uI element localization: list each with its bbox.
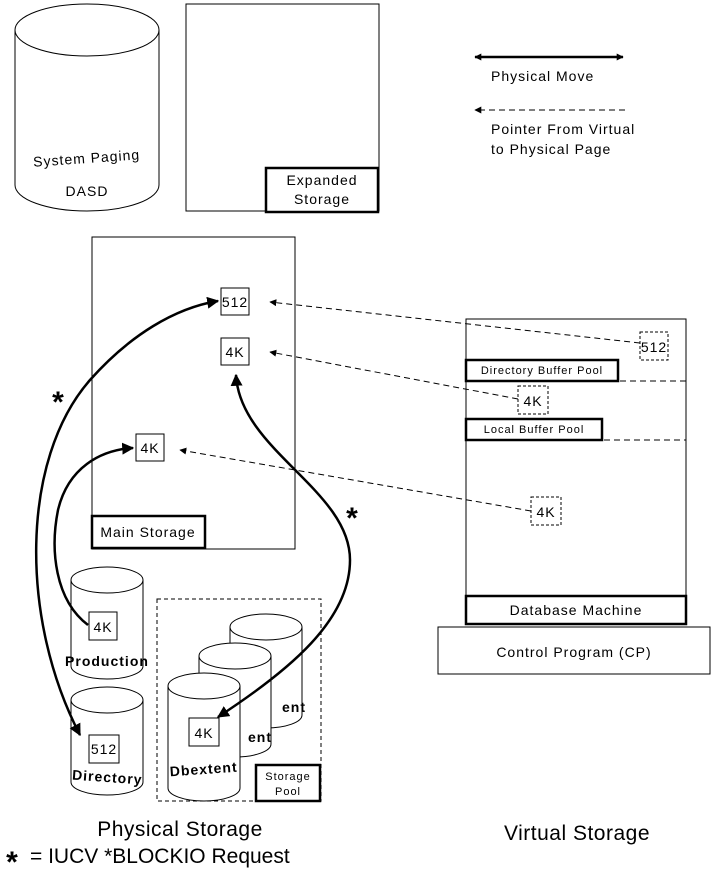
legend: Physical Move Pointer From Virtual to Ph…	[474, 53, 635, 157]
legend-star: *	[6, 846, 18, 879]
expanded-storage: Expanded Storage	[185, 3, 380, 214]
star-left: *	[52, 386, 64, 419]
expanded-label-1: Expanded	[286, 172, 357, 188]
dbextent-page-label: 4K	[194, 725, 213, 741]
storage-pool-label-2: Pool	[275, 786, 301, 798]
virtual-page-4k-dir	[517, 385, 549, 415]
database-machine: 512 Directory Buffer Pool 4K Local Buffe…	[464, 318, 688, 626]
virtual-storage-label: Virtual Storage	[504, 822, 650, 845]
directory-page-label: 512	[91, 741, 117, 757]
back-disk-label-2: ent	[248, 729, 272, 745]
dbextent-label: Dbextent	[169, 759, 238, 780]
system-paging-label: System Paging	[33, 146, 141, 169]
main-page-4k-a-label: 4K	[225, 344, 244, 360]
move-production-to-4k	[53, 442, 135, 626]
system-paging-dasd: System Paging DASD	[14, 3, 160, 212]
main-page-4k-a	[220, 337, 250, 366]
control-program-label: Control Program (CP)	[496, 644, 651, 660]
back-disk-label-1: ent	[282, 699, 306, 715]
pointer-arrows	[179, 299, 641, 512]
storage-pool-label-1: Storage	[265, 771, 311, 783]
move-directory-to-512	[35, 296, 220, 737]
directory-buffer-pool-label: Directory Buffer Pool	[481, 365, 603, 377]
production-label: Production	[65, 653, 149, 669]
pointer-label-2: to Physical Page	[491, 141, 611, 157]
virtual-page-4k-dir-label: 4K	[523, 393, 542, 409]
main-page-512-label: 512	[222, 294, 248, 310]
physical-storage-label: Physical Storage	[97, 818, 263, 841]
directory-disk: 512 Directory	[70, 686, 144, 796]
pointer-label-1: Pointer From Virtual	[491, 121, 635, 137]
star-right: *	[346, 502, 358, 535]
database-machine-label: Database Machine	[510, 602, 643, 618]
virtual-page-4k-local	[530, 496, 562, 526]
virtual-page-4k-local-label: 4K	[536, 504, 555, 520]
main-page-4k-b-label: 4K	[140, 440, 159, 456]
main-storage-label: Main Storage	[100, 524, 195, 540]
storage-pool: ent ent 4K Dbextent Storage Pool	[156, 598, 322, 803]
physical-move-arrows	[35, 296, 352, 737]
virtual-page-512-label: 512	[641, 339, 667, 355]
local-buffer-pool-label: Local Buffer Pool	[484, 424, 585, 436]
physical-move-label: Physical Move	[491, 68, 594, 84]
main-storage: 512 4K 4K Main Storage	[90, 236, 296, 550]
directory-page-512	[88, 734, 120, 764]
control-program: Control Program (CP)	[437, 626, 711, 675]
expanded-label-2: Storage	[294, 191, 350, 207]
production-disk: 4K Production	[65, 566, 149, 680]
iucv-legend-label: = IUCV *BLOCKIO Request	[30, 845, 290, 868]
pointer-4k-dir	[269, 349, 519, 400]
virtual-page-512	[639, 331, 669, 361]
pointer-512	[269, 299, 641, 344]
move-dbextent-to-4k	[216, 373, 352, 719]
dasd-label: DASD	[66, 183, 109, 199]
main-page-512	[220, 287, 250, 316]
production-page-label: 4K	[93, 619, 112, 635]
directory-label: Directory	[72, 767, 143, 788]
